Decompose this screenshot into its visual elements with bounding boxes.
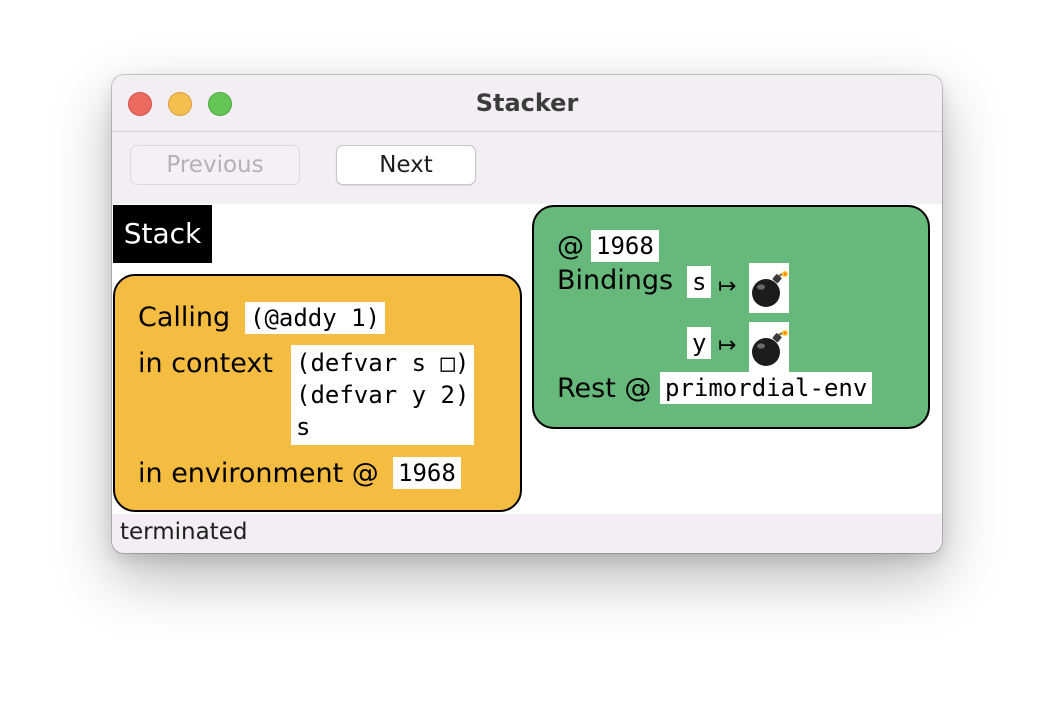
environment-label: in environment @ — [138, 458, 379, 489]
close-window-button[interactable] — [128, 92, 152, 116]
rest-label: Rest @ — [557, 373, 652, 404]
binding-name: y — [687, 327, 712, 359]
calling-label: Calling — [138, 302, 231, 333]
bomb-icon — [752, 330, 788, 366]
status-text: terminated — [120, 519, 248, 545]
context-code: (defvar s □) (defvar y 2) s — [291, 345, 475, 445]
previous-button[interactable]: Previous — [130, 145, 300, 185]
bomb-icon — [752, 271, 788, 307]
title-bar: Stacker — [112, 75, 942, 132]
binding-name: s — [687, 266, 712, 298]
context-line: (defvar y 2) — [296, 381, 470, 409]
next-button[interactable]: Next — [336, 145, 476, 185]
context-line: (defvar s □) — [296, 349, 470, 377]
bindings-label: Bindings — [557, 265, 674, 296]
window-title: Stacker — [475, 89, 579, 117]
context-line: s — [296, 413, 311, 441]
minimize-window-button[interactable] — [168, 92, 192, 116]
binding-value[interactable] — [749, 322, 789, 372]
maps-to-arrow: ↦ — [718, 333, 737, 358]
content-area: Stack Calling (@addy 1) in context (defv… — [112, 204, 942, 514]
rest-value[interactable]: primordial-env — [660, 372, 873, 404]
env-id: 1968 — [591, 230, 659, 262]
environment-id[interactable]: 1968 — [393, 457, 461, 489]
calling-expression: (@addy 1) — [245, 302, 386, 334]
toolbar: Previous Next — [112, 132, 942, 204]
stack-frame: Calling (@addy 1) in context (defvar s □… — [113, 274, 522, 512]
context-label: in context — [138, 348, 273, 379]
maps-to-arrow: ↦ — [718, 274, 737, 299]
binding-value[interactable] — [749, 263, 789, 313]
env-at-label: @ — [557, 231, 584, 262]
stack-label: Stack — [113, 205, 212, 263]
zoom-window-button[interactable] — [208, 92, 232, 116]
environment-panel: @ 1968 Bindings s ↦ y ↦ — [532, 205, 930, 429]
stacker-window: Stacker Previous Next Stack Calling (@ad… — [112, 75, 942, 553]
